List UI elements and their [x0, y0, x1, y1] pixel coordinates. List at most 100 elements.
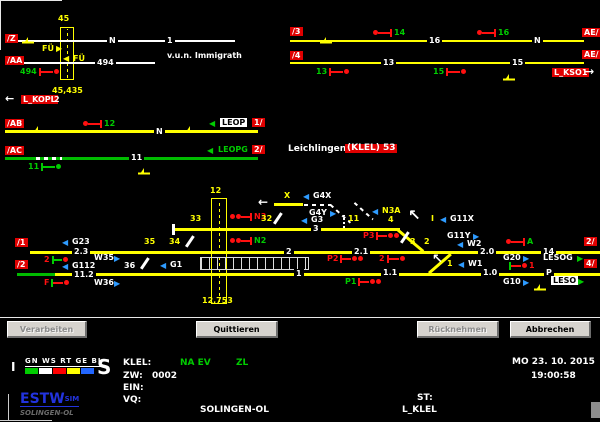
- element-w36[interactable]: W36: [94, 278, 114, 287]
- signal-n2[interactable]: N2: [229, 236, 268, 245]
- element-w1[interactable]: W1: [468, 259, 483, 268]
- element-w2[interactable]: W2: [467, 239, 482, 248]
- track-badge-ae[interactable]: AE/: [582, 50, 600, 59]
- element-arrow-icon[interactable]: ◀: [160, 261, 167, 270]
- signal-16[interactable]: 16: [476, 28, 511, 37]
- shunt-signal-icon[interactable]: [503, 66, 516, 85]
- track-badge-4r[interactable]: 4/: [584, 259, 597, 268]
- signal-part: P2: [327, 254, 339, 263]
- track-badge-g1[interactable]: /1: [15, 238, 28, 247]
- element-arrow-icon[interactable]: ▶: [114, 254, 121, 263]
- track-badge-ae[interactable]: AE/: [582, 28, 600, 37]
- shunt-signal-icon[interactable]: [534, 276, 547, 295]
- signal-part: 16: [498, 28, 510, 37]
- shunt-signal-icon[interactable]: [22, 29, 35, 48]
- signal-a[interactable]: A: [505, 237, 535, 246]
- signal-14[interactable]: 14: [372, 28, 407, 37]
- element-arrow-icon[interactable]: ▶: [330, 209, 337, 218]
- target-arrow-icon[interactable]: ◀: [209, 119, 216, 128]
- signal-p1[interactable]: P1: [343, 277, 382, 286]
- switch-number: 1: [447, 259, 453, 268]
- signal-15[interactable]: 15: [431, 67, 467, 76]
- element-arrow-icon[interactable]: ◀: [372, 207, 379, 216]
- scrollbar-nub[interactable]: [591, 402, 600, 418]
- element-n3a[interactable]: N3A: [382, 206, 401, 215]
- element-g1[interactable]: G1: [170, 260, 183, 269]
- signal-2-right[interactable]: 2: [377, 254, 405, 263]
- element-arrow-icon[interactable]: ◀: [301, 216, 308, 225]
- shunt-signal-icon[interactable]: [184, 118, 197, 137]
- element-w35[interactable]: W35: [94, 253, 114, 262]
- target-arrow-icon[interactable]: ▶: [577, 254, 584, 263]
- element-arrow-icon[interactable]: ▶: [523, 254, 530, 263]
- signal-n3[interactable]: N3: [229, 212, 268, 221]
- route-arrow-icon[interactable]: ←: [258, 195, 269, 209]
- target-l-kopl[interactable]: L_KOPL: [21, 95, 58, 104]
- track-badge-2[interactable]: 2/: [252, 145, 265, 154]
- target-arrow-icon[interactable]: ▶: [578, 277, 585, 286]
- element-g23[interactable]: G23: [72, 237, 90, 246]
- level-crossing-45[interactable]: [60, 27, 74, 80]
- signal-2-left[interactable]: 2: [42, 255, 68, 264]
- exit-arrow-icon[interactable]: →: [585, 65, 595, 78]
- verarbeiten-button[interactable]: Verarbeiten: [7, 321, 87, 338]
- track-badge-4[interactable]: /4: [290, 51, 303, 60]
- element-arrow-icon[interactable]: ◀: [458, 260, 465, 269]
- target-l-kso1[interactable]: L_KSO1: [552, 68, 590, 77]
- signal-1[interactable]: 1: [509, 261, 537, 270]
- fu-arrow-icon: ▶: [56, 44, 63, 53]
- element-g112[interactable]: G112: [72, 261, 96, 270]
- track-badge-2r[interactable]: 2/: [584, 237, 597, 246]
- shunt-signal-icon[interactable]: [32, 118, 45, 137]
- element-arrow-icon[interactable]: ◀: [62, 262, 69, 271]
- element-g4y[interactable]: G4Y: [309, 208, 327, 217]
- route-direction-arrow[interactable]: ↖: [408, 206, 421, 224]
- track-badge-g2[interactable]: /2: [15, 260, 28, 269]
- target-arrow-icon[interactable]: ◀: [207, 146, 214, 155]
- route-direction-arrow[interactable]: ↖: [432, 252, 443, 267]
- element-g3[interactable]: G3: [311, 215, 324, 224]
- element-g4x[interactable]: G4X: [313, 191, 332, 200]
- element-arrow-icon[interactable]: ▶: [473, 232, 480, 241]
- abbrechen-button[interactable]: Abbrechen: [510, 321, 591, 338]
- track-badge-aa[interactable]: /AA: [5, 56, 25, 65]
- lc45-km: 45,435: [52, 86, 83, 95]
- target-leopg[interactable]: LEOPG: [218, 145, 248, 154]
- element-g20[interactable]: G20: [503, 253, 521, 262]
- target-leop[interactable]: LEOP: [220, 118, 248, 127]
- element-arrow-icon[interactable]: ▶: [523, 278, 530, 287]
- ruecknehmen-button[interactable]: Rücknehmen: [417, 321, 499, 338]
- track-label: 2.3: [72, 247, 91, 256]
- shunt-signal-icon[interactable]: [138, 160, 151, 179]
- track-label: 11: [129, 153, 145, 162]
- exit-arrow-icon[interactable]: ←: [5, 92, 15, 105]
- signal-p3[interactable]: P3: [361, 231, 400, 240]
- track-badge-1[interactable]: 1/: [252, 118, 265, 127]
- signal-f[interactable]: F: [42, 278, 70, 287]
- shunt-signal-icon[interactable]: [320, 29, 333, 48]
- element-arrow-icon[interactable]: ◀: [62, 238, 69, 247]
- track-badge-ab[interactable]: /AB: [5, 119, 25, 128]
- element-arrow-icon[interactable]: ◀: [440, 215, 447, 224]
- quittieren-button[interactable]: Quittieren: [196, 321, 278, 338]
- track-badge-3[interactable]: /3: [290, 27, 303, 36]
- signal-11[interactable]: 11: [26, 162, 62, 171]
- signal-part: [378, 31, 390, 34]
- legend-color-swatch: [81, 368, 94, 374]
- element-arrow-icon[interactable]: ▶: [114, 279, 121, 288]
- element-arrow-icon[interactable]: ◀: [303, 192, 310, 201]
- track-badge-z[interactable]: /Z: [5, 34, 18, 43]
- signal-13[interactable]: 13: [314, 67, 350, 76]
- target-leso[interactable]: LESO: [551, 276, 579, 285]
- element-g11x[interactable]: G11X: [450, 214, 474, 223]
- element-g10[interactable]: G10: [503, 277, 521, 286]
- target-lesog[interactable]: LESOG: [543, 253, 573, 262]
- element-arrow-icon[interactable]: ◀: [457, 240, 464, 249]
- track-badge-ac[interactable]: /AC: [5, 146, 24, 155]
- signal-494[interactable]: 494: [18, 67, 59, 76]
- element-g11y[interactable]: G11Y: [447, 231, 471, 240]
- crossing-center-line: [67, 29, 68, 78]
- signal-p2[interactable]: P2: [325, 254, 364, 263]
- signal-12[interactable]: 12: [82, 119, 117, 128]
- track-g1-occupied: [17, 273, 55, 276]
